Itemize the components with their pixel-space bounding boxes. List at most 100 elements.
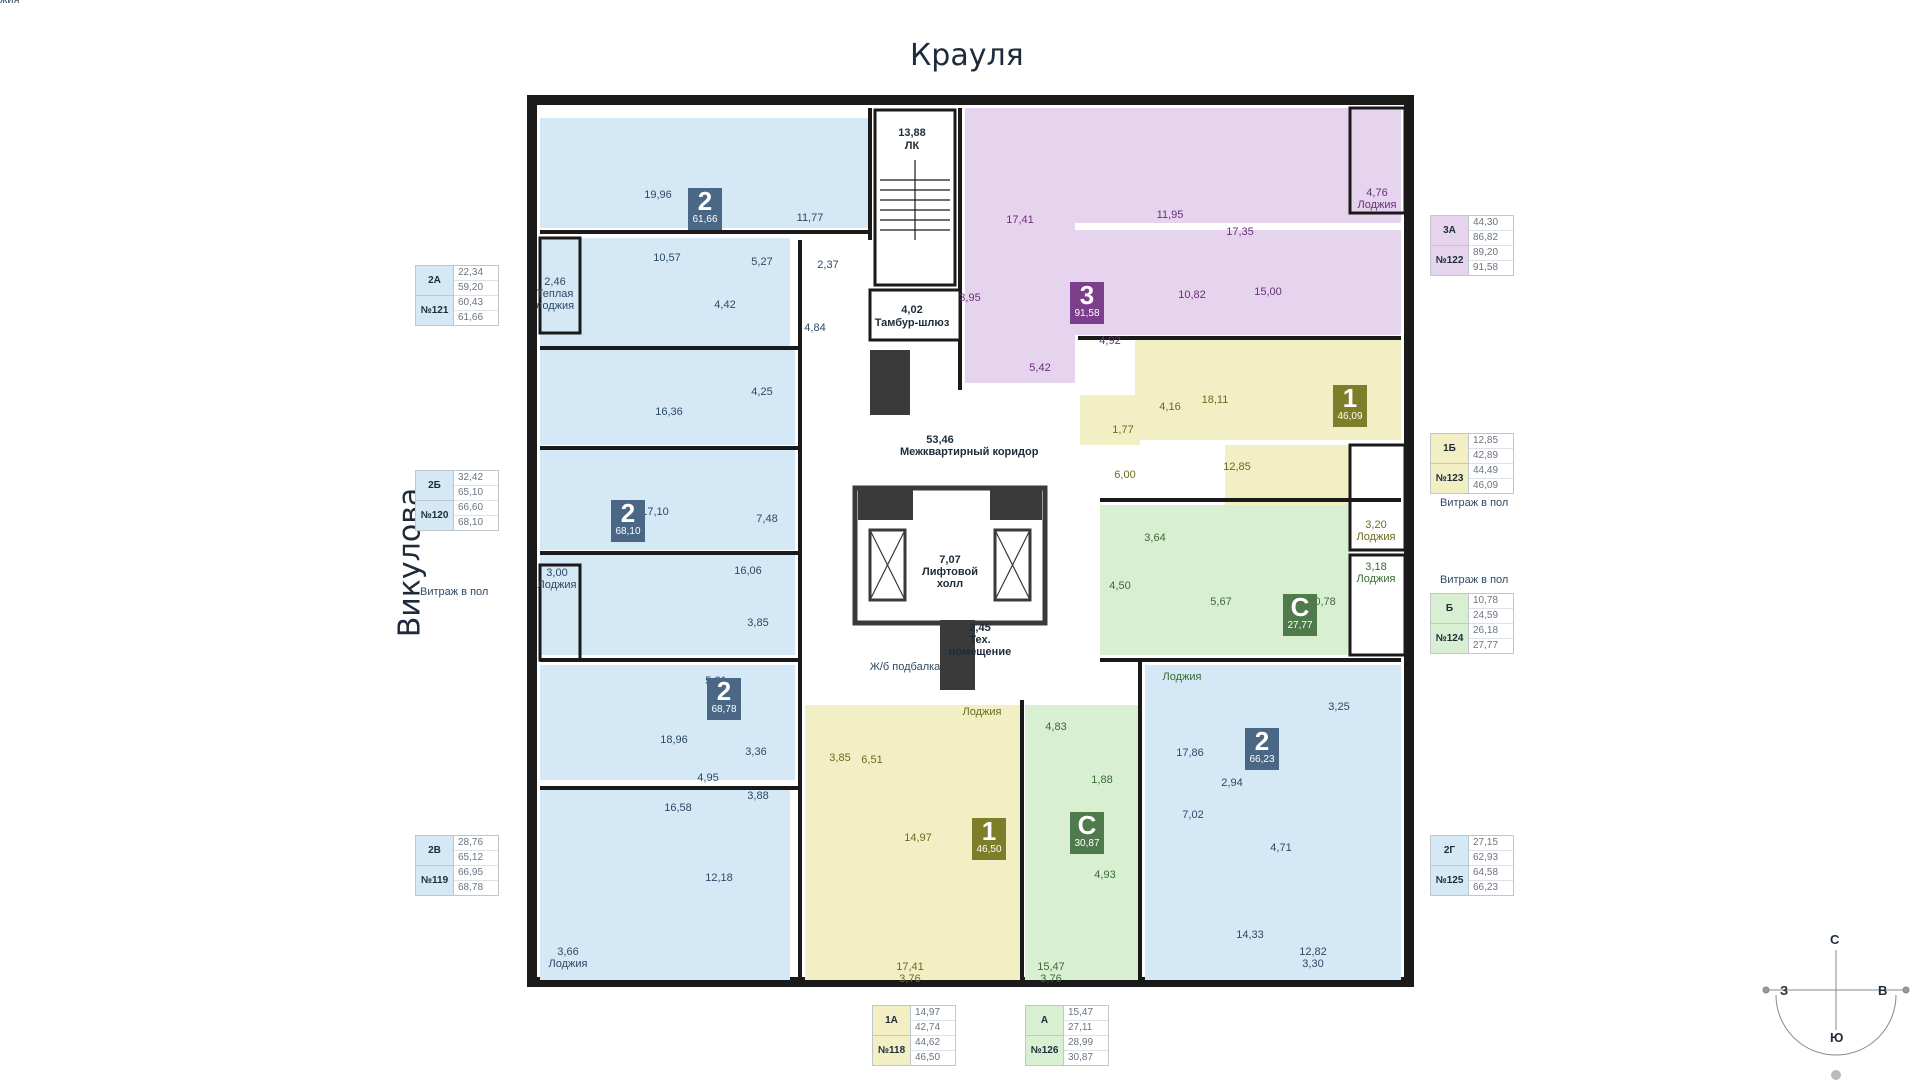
card-area-value: 30,87 (1068, 1052, 1094, 1063)
card-area-value: 46,09 (1473, 480, 1499, 491)
room-label: 4,84 (804, 322, 826, 334)
room-label: 3,66 (557, 946, 579, 958)
card-number: №119 (416, 866, 454, 895)
badge-rooms: 2 (1254, 726, 1270, 756)
room-label: 4,93 (1094, 869, 1116, 881)
card-area-value: 61,66 (458, 312, 484, 323)
apartment-2-66-23 (1145, 665, 1401, 980)
room-label: Тех. (969, 634, 991, 646)
badge-rooms: 2 (620, 498, 636, 528)
card-code: Б (1431, 594, 1469, 624)
room-label: 53,46 (926, 434, 954, 446)
badge-area: 68,10 (615, 526, 641, 537)
room-label: 16,58 (664, 802, 692, 814)
room-label: 3,25 (1328, 701, 1350, 713)
room-label: 12,18 (705, 872, 733, 884)
card-area-value: 46,50 (915, 1052, 941, 1063)
card-area-value: 86,82 (1469, 231, 1513, 246)
room-label: 6,51 (861, 754, 883, 766)
card-area-value: 14,97 (911, 1006, 955, 1021)
card-number: №121 (416, 296, 454, 325)
card-area-value: 60,43 (454, 296, 498, 311)
card-number: №125 (1431, 866, 1469, 895)
apartment-3-91-58 (965, 108, 1401, 383)
room-label: 3,95 (959, 292, 981, 304)
badge-area: 91,58 (1074, 308, 1100, 319)
room-label: 6,00 (1114, 469, 1136, 481)
card-area-value: 10,78 (1469, 594, 1513, 609)
room-label: Теплая (536, 288, 574, 300)
room-label: 14,97 (904, 832, 932, 844)
card-code: А (1026, 1006, 1064, 1036)
card-area-value: 44,30 (1469, 216, 1513, 231)
room-label: 4,83 (1045, 721, 1067, 733)
card-code: 1А (873, 1006, 911, 1036)
room-label: 17,41 (1006, 214, 1034, 226)
stair-steps (880, 160, 950, 240)
room-label: 1,88 (1091, 774, 1113, 786)
shaft-block (870, 350, 910, 415)
room-label: 15,00 (1254, 286, 1282, 298)
card-area-value: 15,47 (1064, 1006, 1108, 1021)
card-area-value: 26,18 (1469, 624, 1513, 639)
compass-south: Ю (1830, 1030, 1844, 1045)
room-label: 2,45 (969, 622, 991, 634)
room-label: Лоджия (1356, 531, 1396, 543)
room-label: 3,64 (1144, 532, 1166, 544)
card-area-value: 89,20 (1469, 246, 1513, 261)
card-area-value: 62,93 (1469, 851, 1513, 866)
room-label: 4,16 (1159, 401, 1181, 413)
card-area-value: 44,62 (911, 1036, 955, 1051)
room-label: 4,50 (1109, 580, 1131, 592)
room-label: 11,95 (1156, 209, 1184, 221)
room-label: 3,88 (747, 790, 769, 802)
room-label: 4,71 (1270, 842, 1292, 854)
apartment-2-68-78 (540, 555, 795, 980)
room-label: 3,30 (1302, 958, 1324, 970)
card-area-value: 68,78 (458, 882, 484, 893)
room-label: 2,37 (817, 259, 839, 271)
room-label: Лифтовой (921, 566, 979, 578)
room-label: 5,67 (1210, 596, 1232, 608)
room-label: 12,82 (1299, 946, 1327, 958)
room-label: 3,18 (1365, 561, 1387, 573)
lift-core (852, 485, 1048, 690)
card-area-value: 64,58 (1469, 866, 1513, 881)
card-area-value: 65,10 (454, 486, 498, 501)
card-area-value: 44,49 (1469, 464, 1513, 479)
compass-rose (1762, 950, 1910, 1080)
room-label: Лоджия (0, 0, 20, 6)
card-area-value: 66,60 (454, 501, 498, 516)
room-label: ЛК (904, 140, 920, 152)
room-label: 17,35 (1226, 226, 1254, 238)
room-label: 4,95 (697, 772, 719, 784)
room-label: 11,77 (796, 212, 824, 224)
compass-north: С (1830, 932, 1840, 947)
card-code: 2В (416, 836, 454, 866)
card-area-value: 65,12 (454, 851, 498, 866)
card-code: 1Б (1431, 434, 1469, 464)
room-label: Ж/б подбалка (869, 661, 941, 673)
room-label: 10,82 (1178, 289, 1206, 301)
card-area-value: 24,59 (1469, 609, 1513, 624)
card-area-value: 91,58 (1473, 262, 1499, 273)
room-label: 7,07 (939, 554, 961, 566)
compass-west: З (1780, 983, 1789, 998)
room-label: 3,76 (1040, 973, 1062, 985)
room-label: 4,25 (751, 386, 773, 398)
badge-rooms: 3 (1079, 280, 1095, 310)
card-number: №120 (416, 501, 454, 530)
room-label: 13,88 (898, 127, 926, 139)
card-area-value: 28,99 (1064, 1036, 1108, 1051)
room-label: Тамбур-шлюз (874, 317, 950, 329)
